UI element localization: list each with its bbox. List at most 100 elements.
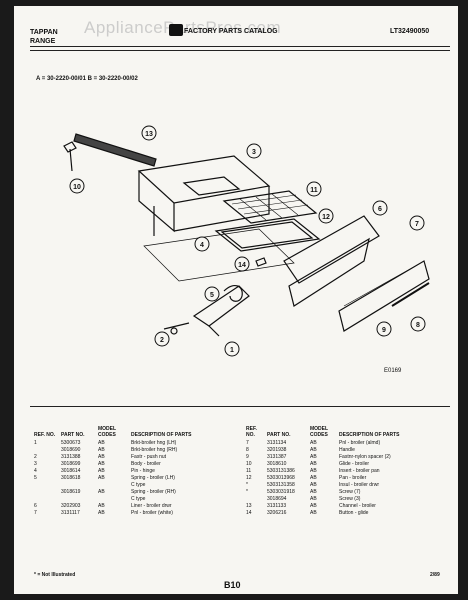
callout-12: 12: [318, 208, 334, 224]
callout-6: 6: [372, 200, 388, 216]
cell-model: [98, 482, 131, 489]
cell-part: 3131117: [61, 510, 80, 516]
svg-text:9: 9: [382, 327, 386, 334]
cell-model: AB: [310, 496, 317, 502]
catalog-page: AppliancePartsPros.com TAPPAN RANGE FACT…: [14, 6, 458, 594]
svg-text:13: 13: [145, 131, 153, 138]
svg-text:2: 2: [160, 337, 164, 344]
cell-desc: Screw (3): [339, 496, 361, 502]
callout-4: 4: [194, 236, 210, 252]
callout-8: 8: [410, 316, 426, 332]
cell-ref: 4: [34, 468, 37, 474]
cell-desc: Pin - hinge: [131, 468, 155, 474]
cell-desc: Brkt-broiler hng (RH): [131, 447, 178, 453]
callout-2: 2: [154, 331, 170, 347]
cell-desc: Spring - broiler (RH): [131, 489, 176, 495]
cell-model: AB: [310, 482, 317, 488]
table-header-row: REF. NO. PART NO. MODEL CODES DESCRIPTIO…: [34, 426, 224, 440]
cell-model: AB: [310, 489, 317, 495]
cell-ref: 8: [246, 447, 249, 453]
svg-text:14: 14: [238, 262, 246, 269]
col-part: PART NO.: [267, 432, 291, 438]
cell-model: AB: [310, 461, 317, 467]
callout-3: 3: [246, 143, 262, 159]
cell-desc: Brkt-broiler hng (LH): [131, 440, 177, 446]
cell-part: 3131388: [61, 454, 81, 460]
cell-part: 3018699: [61, 461, 81, 467]
cell-part: 3201938: [267, 447, 287, 453]
cell-model: AB: [310, 475, 317, 481]
cell-desc: Pnl - broiler (almd): [339, 440, 381, 446]
svg-text:4: 4: [200, 242, 204, 249]
cell-part: [61, 496, 98, 503]
cell-desc: Pan - broiler: [339, 475, 367, 481]
cell-part: 3131387: [267, 454, 287, 460]
cell-part: 3202903: [61, 503, 81, 509]
col-desc: DESCRIPTION OF PARTS: [339, 432, 400, 438]
header-divider: [30, 46, 450, 47]
cell-model: AB: [98, 447, 105, 453]
table-row: C type: [34, 496, 224, 503]
cell-ref: 13: [246, 503, 252, 509]
cell-part: 3018614: [61, 468, 81, 474]
footnote: * = Not Illustrated: [34, 572, 76, 578]
table-row: 4 3018614 AB Pin - hinge: [34, 468, 224, 475]
cell-desc: Insul - broiler drwr: [339, 482, 380, 488]
col-ref: REF. NO.: [246, 426, 257, 438]
cell-part: [61, 482, 98, 489]
cell-ref: 5: [34, 475, 37, 481]
cell-model: AB: [310, 454, 317, 460]
catalog-numbers: A = 30-2220-00/01 B = 30-2220-00/02: [36, 76, 138, 82]
cell-ref: [34, 447, 61, 454]
cell-desc: Fastnr-nylon spacer (2): [339, 454, 391, 460]
cell-part: 3131133: [267, 503, 287, 509]
cell-model: AB: [98, 461, 105, 467]
svg-text:8: 8: [416, 322, 420, 329]
cell-ref: *: [246, 482, 248, 488]
cell-ref: [246, 496, 267, 503]
cell-model: [98, 496, 131, 503]
catalog-title: FACTORY PARTS CATALOG: [184, 28, 278, 35]
svg-text:3: 3: [252, 149, 256, 156]
model-number: LT32490050: [390, 28, 430, 35]
table-row: 3018694 AB Screw (3): [246, 496, 422, 503]
callout-14: 14: [234, 256, 250, 272]
cell-ref: 11: [246, 468, 252, 474]
svg-text:7: 7: [415, 221, 419, 228]
cell-part: 3131134: [267, 440, 287, 446]
cell-model: AB: [98, 510, 105, 516]
callout-11: 11: [306, 181, 322, 197]
cell-ref: [34, 489, 61, 496]
col-part: PART NO.: [61, 432, 85, 438]
cell-part: 3018694: [267, 496, 287, 502]
cell-model: AB: [310, 510, 317, 516]
table-header-row: REF. NO. PART NO. MODEL CODES DESCRIPTIO…: [246, 426, 422, 440]
cell-ref: 3: [34, 461, 37, 467]
cell-part: 3018619: [61, 489, 81, 495]
exploded-parts-diagram: 13 10 3 11 12 6 4 14 7 5 9 8 2 1: [63, 125, 430, 357]
callout-9: 9: [376, 321, 392, 337]
cell-desc: Handle: [339, 447, 355, 453]
col-desc: DESCRIPTION OF PARTS: [131, 432, 192, 438]
svg-text:1: 1: [230, 347, 234, 354]
svg-text:6: 6: [378, 206, 382, 213]
svg-text:10: 10: [73, 184, 81, 191]
table-divider: [30, 406, 450, 407]
cell-desc: Pnl - broiler (white): [131, 510, 173, 516]
cell-desc: Insert - broiler pan: [339, 468, 380, 474]
cell-ref: 14: [246, 510, 252, 516]
cell-model: AB: [98, 503, 105, 509]
cell-model: AB: [98, 468, 105, 474]
table-row: C type: [34, 482, 224, 489]
cell-ref: 7: [34, 510, 37, 516]
cell-part: 5303013968: [267, 475, 295, 481]
diagram-reference: E0169: [384, 368, 402, 374]
cell-model: AB: [310, 468, 317, 474]
